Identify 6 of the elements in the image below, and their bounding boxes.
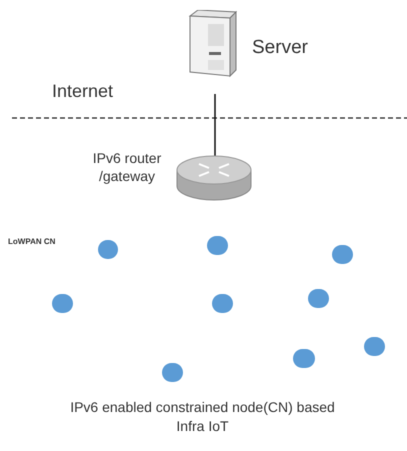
caption: IPv6 enabled constrained node(CN) based Infra IoT	[70, 398, 335, 436]
device-label: Server	[252, 36, 308, 60]
device-label: IPv6 router /gateway	[92, 150, 162, 185]
zone-label: Internet	[52, 80, 114, 103]
zone-label: LoWPAN CN	[8, 236, 56, 248]
connection-line	[214, 94, 216, 156]
